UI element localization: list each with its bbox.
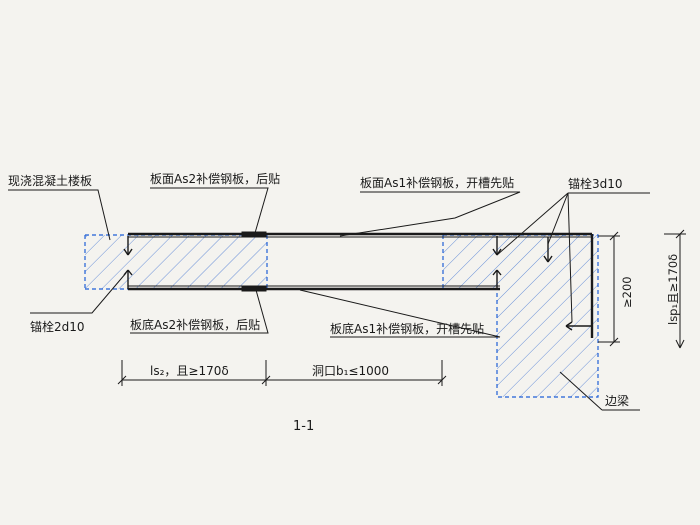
right-slab-and-edge-beam <box>442 234 599 398</box>
labels: 现浇混凝土楼板 板面As2补偿钢板，后贴 板面As1补偿钢板，开槽先贴 锚栓3d… <box>8 171 680 434</box>
anchor-2d10-label: 锚栓2d10 <box>30 319 85 334</box>
leader-lines <box>8 187 650 411</box>
anchor-3d10-label: 锚栓3d10 <box>568 176 623 191</box>
anchor-length-vertical-dimension: lsp₁且≥170δ <box>666 254 680 325</box>
bottom-as2-plate-label: 板底As2补偿钢板，后贴 <box>130 317 260 332</box>
opening-width-dimension: 洞口b₁≤1000 <box>312 364 389 378</box>
anchor-length-dimension: ls₂，且≥170δ <box>150 364 229 378</box>
dimension-lines <box>117 229 686 386</box>
left-slab <box>84 234 268 290</box>
section-title: 1-1 <box>293 419 314 434</box>
min-depth-dimension: ≥200 <box>620 276 634 308</box>
top-as2-plate-label: 板面As2补偿钢板，后贴 <box>150 171 280 186</box>
steel-plates <box>128 231 594 338</box>
top-as1-plate-label: 板面As1补偿钢板，开槽先贴 <box>360 175 514 190</box>
edge-beam-label: 边梁 <box>605 393 629 408</box>
bottom-as1-plate-label: 板底As1补偿钢板，开槽先贴 <box>330 321 484 336</box>
cast-in-place-slab-label: 现浇混凝土楼板 <box>8 173 92 188</box>
anchors <box>123 236 592 331</box>
